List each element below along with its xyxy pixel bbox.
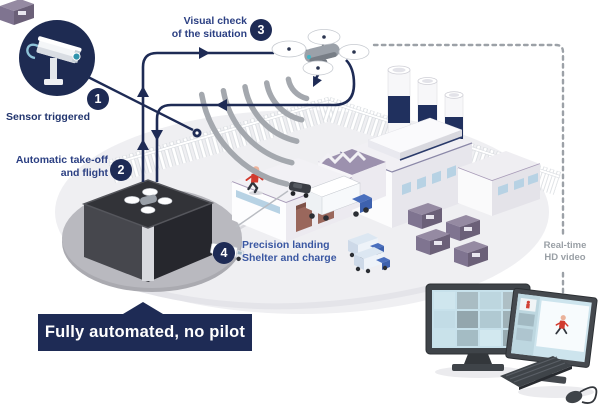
mouse-icon [565, 386, 598, 404]
patrol-vehicle-icon [235, 181, 312, 228]
step-2-label-line-1: Automatic take-off [15, 154, 108, 166]
camera-sensor-link-line [85, 74, 202, 138]
drone-shelter-box-icon [62, 179, 242, 292]
operator-workstation-icon [425, 283, 598, 404]
step-4-label: Precision landing Shelter and charge [242, 239, 362, 264]
banner-text: Fully automated, no pilot [44, 323, 246, 341]
containers [0, 0, 488, 267]
takeoff-arrow-path [141, 51, 274, 182]
factory-site-icon [0, 0, 541, 274]
quadcopter-drone-icon [271, 29, 370, 76]
video-feed-dashed-line [372, 43, 565, 301]
factory-windows [402, 165, 456, 195]
step-2-label-line-2: and flight [60, 166, 108, 179]
step-3-label-line-2: of the situation [171, 27, 247, 40]
step-badge-2: 2 [110, 159, 132, 181]
blue-trucks [348, 233, 390, 274]
step-1-label: Sensor triggered [0, 111, 96, 124]
step-badge-4: 4 [213, 242, 235, 264]
step-badge-3: 3 [250, 19, 272, 41]
realtime-hd-video-label: Real-time HD video [533, 240, 597, 264]
keyboard-icon [500, 356, 572, 390]
arrowheads [137, 47, 322, 150]
step-1-label-line: Sensor triggered [5, 111, 91, 123]
fully-automated-banner: Fully automated, no pilot [38, 302, 252, 351]
step-2-label: Automatic take-off and flight [8, 154, 108, 179]
feed-label-line-2: HD video [544, 252, 586, 263]
step-4-label-line-2: Shelter and charge [242, 251, 337, 264]
step-3-label: Visual check of the situation [148, 15, 247, 40]
cctv-camera-icon [19, 20, 95, 96]
step-4-label-line-1: Precision landing [242, 239, 330, 251]
truck-icon [305, 175, 372, 221]
feed-label-line-1: Real-time [543, 240, 587, 251]
step-badge-1: 1 [87, 88, 109, 110]
step-3-label-line-1: Visual check [183, 15, 247, 27]
